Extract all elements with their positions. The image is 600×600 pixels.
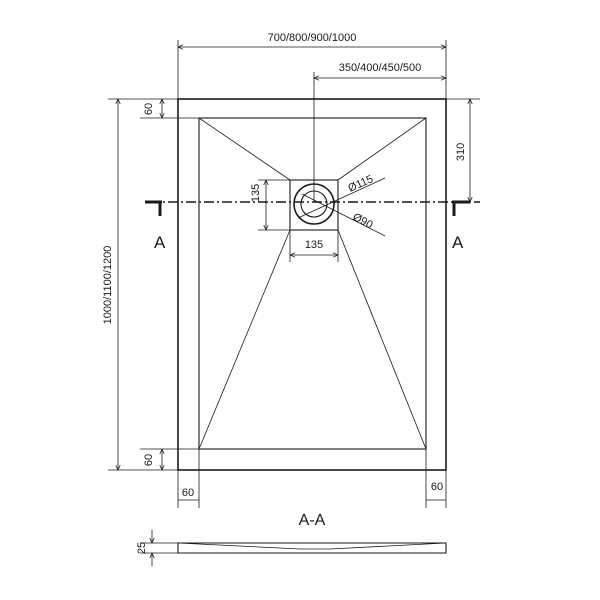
length-dimension	[108, 99, 178, 470]
section-marker-left: A	[154, 233, 166, 252]
tray-height-label: 25	[136, 542, 148, 554]
drain-height-label: 135	[250, 184, 262, 202]
rim-left-dimension	[177, 449, 200, 508]
section-line-a-a	[145, 200, 480, 216]
inner-diameter-label: Ø90	[351, 211, 375, 231]
section-marker-right: A	[452, 233, 464, 252]
slope-line	[198, 229, 291, 450]
tray-plan-view	[177, 98, 447, 471]
rim-right-label: 60	[431, 481, 443, 493]
slope-line	[337, 229, 427, 450]
drain-width-dimension	[290, 230, 338, 262]
rim-left-label: 60	[182, 487, 194, 499]
rim-top-dimension	[140, 99, 199, 118]
tray-section-profile	[140, 530, 447, 566]
drain-offset-y-dimension	[446, 99, 480, 202]
section-title: A-A	[299, 512, 326, 529]
slope-line	[337, 117, 427, 181]
drain-height-dimension	[258, 180, 290, 230]
rim-bottom-label: 60	[143, 454, 155, 466]
outer-diameter-leader	[297, 177, 386, 219]
length-options-label: 1000/1100/1200	[102, 246, 114, 325]
drain-offset-x-dimension	[314, 72, 446, 202]
drain-offset-y-label: 310	[455, 143, 467, 161]
width-dimension	[178, 40, 446, 99]
tray-inner-edge	[198, 117, 427, 450]
width-options-label: 700/800/900/1000	[268, 32, 357, 44]
outer-diameter-label: Ø115	[346, 173, 375, 195]
slope-line	[198, 117, 291, 181]
rim-right-dimension	[425, 449, 447, 508]
rim-bottom-dimension	[140, 449, 199, 470]
tray-outer-edge	[177, 98, 447, 471]
drain-width-label: 135	[305, 239, 323, 251]
rim-top-label: 60	[143, 103, 155, 115]
drain-offset-x-label: 350/400/450/500	[339, 62, 422, 74]
inner-diameter-leader	[301, 193, 386, 237]
